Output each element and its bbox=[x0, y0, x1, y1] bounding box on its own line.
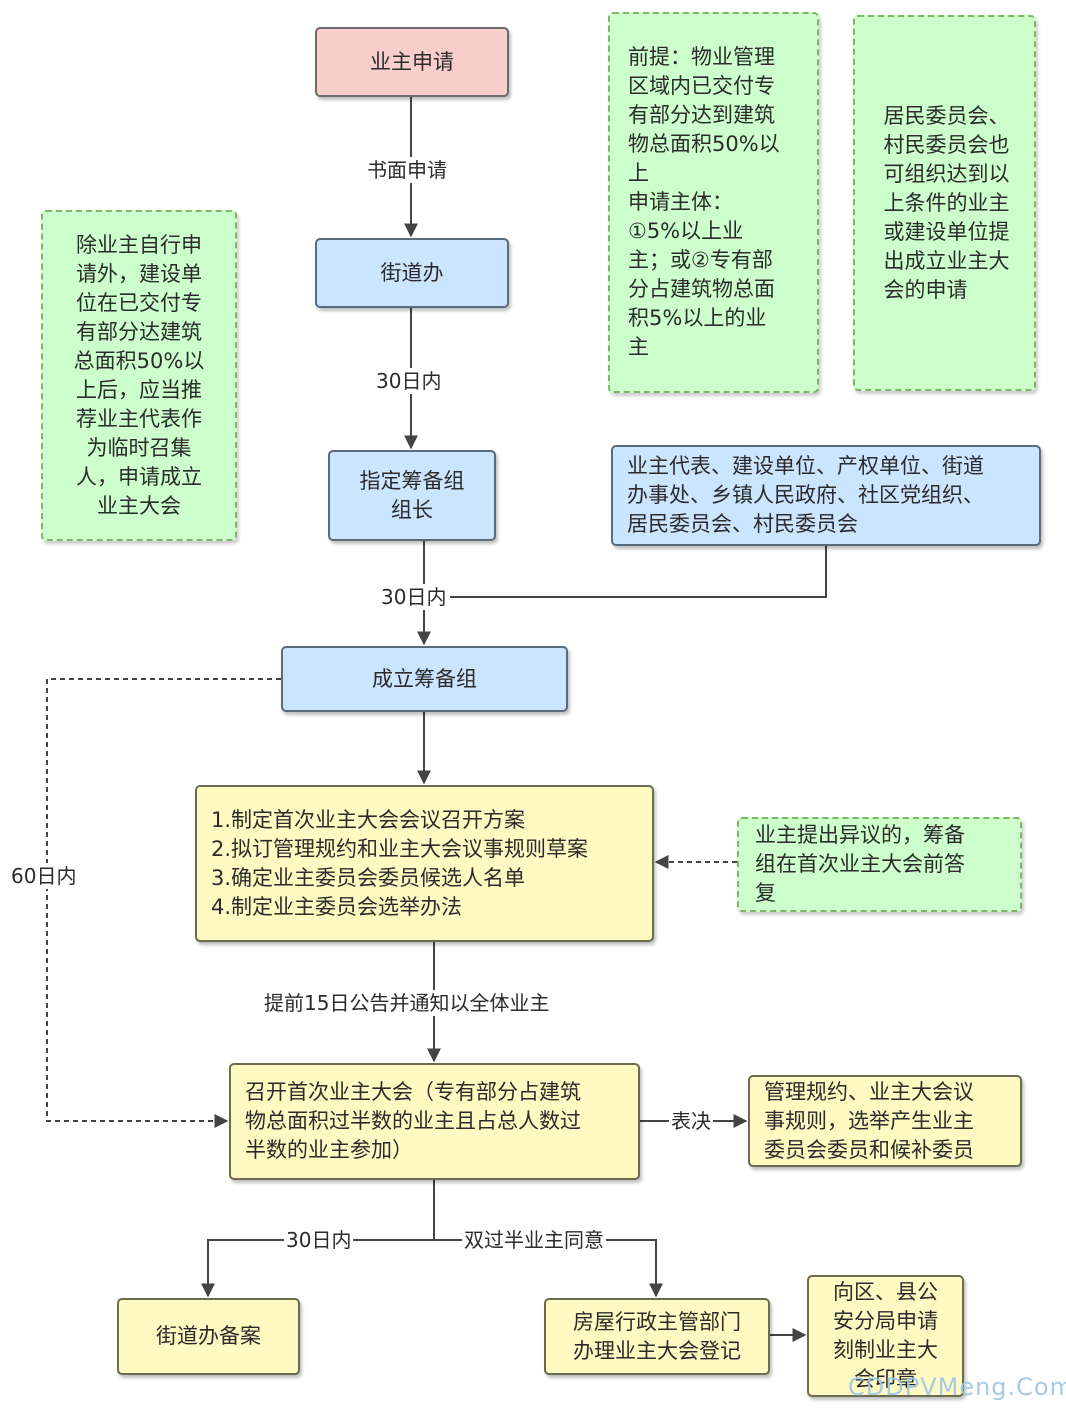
street-office-node: 街道办 bbox=[315, 238, 509, 308]
police-seal-node: 向区、县公 安分局申请 刻制业主大 会印章 bbox=[807, 1275, 964, 1397]
premise-note: 前提：物业管理 区域内已交付专 有部分达到建筑 物总面积50%以 上 申请主体：… bbox=[608, 12, 819, 393]
label-within-30-b: 30日内 bbox=[379, 584, 449, 610]
housing-register-node: 房屋行政主管部门 办理业主大会登记 bbox=[544, 1298, 770, 1375]
first-meeting-node: 召开首次业主大会（专有部分占建筑 物总面积过半数的业主且占总人数过 半数的业主参… bbox=[229, 1063, 640, 1180]
label-vote: 表决 bbox=[669, 1108, 713, 1134]
premise-note-text: 前提：物业管理 区域内已交付专 有部分达到建筑 物总面积50%以 上 申请主体：… bbox=[628, 45, 780, 359]
objection-note: 业主提出异议的，筹备 组在首次业主大会前答 复 bbox=[737, 817, 1022, 912]
label-notice-15: 提前15日公告并通知以全体业主 bbox=[262, 990, 552, 1016]
owner-apply-node: 业主申请 bbox=[315, 27, 509, 97]
label-within-30-c: 30日内 bbox=[284, 1227, 354, 1253]
form-group-node: 成立筹备组 bbox=[281, 646, 568, 712]
edge-to-street-record bbox=[201, 1239, 434, 1298]
label-double-majority: 双过半业主同意 bbox=[462, 1227, 606, 1253]
committee-note: 居民委员会、 村民委员会也 可组织达到以 上条件的业主 或建设单位提 出成立业主… bbox=[853, 15, 1036, 391]
designate-leader-node: 指定筹备组 组长 bbox=[328, 450, 496, 541]
members-node: 业主代表、建设单位、产权单位、街道 办事处、乡镇人民政府、社区党组织、 居民委员… bbox=[611, 445, 1041, 546]
objection-note-text: 业主提出异议的，筹备 组在首次业主大会前答 复 bbox=[755, 823, 965, 905]
label-written-apply: 书面申请 bbox=[365, 157, 449, 183]
committee-note-text: 居民委员会、 村民委员会也 可组织达到以 上条件的业主 或建设单位提 出成立业主… bbox=[883, 103, 1010, 302]
vote-result-node: 管理规约、业主大会议 事规则，选举产生业主 委员会委员和候补委员 bbox=[748, 1075, 1022, 1167]
developer-note: 除业主自行申 请外，建设单 位在已交付专 有部分达建筑 总面积50%以 上后，应… bbox=[41, 210, 237, 541]
label-within-30-a: 30日内 bbox=[374, 368, 444, 394]
watermark-text: CDDPVMeng.Com bbox=[848, 1373, 1066, 1401]
edge-members-to-label bbox=[450, 546, 827, 598]
street-record-node: 街道办备案 bbox=[117, 1298, 300, 1375]
tasks-node: 1.制定首次业主大会会议召开方案 2.拟订管理规约和业主大会议事规则草案 3.确… bbox=[195, 785, 654, 942]
label-within-60: 60日内 bbox=[9, 863, 79, 889]
edge-60-days-dashed bbox=[46, 678, 281, 1128]
developer-note-text: 除业主自行申 请外，建设单 位在已交付专 有部分达建筑 总面积50%以 上后，应… bbox=[73, 232, 205, 518]
